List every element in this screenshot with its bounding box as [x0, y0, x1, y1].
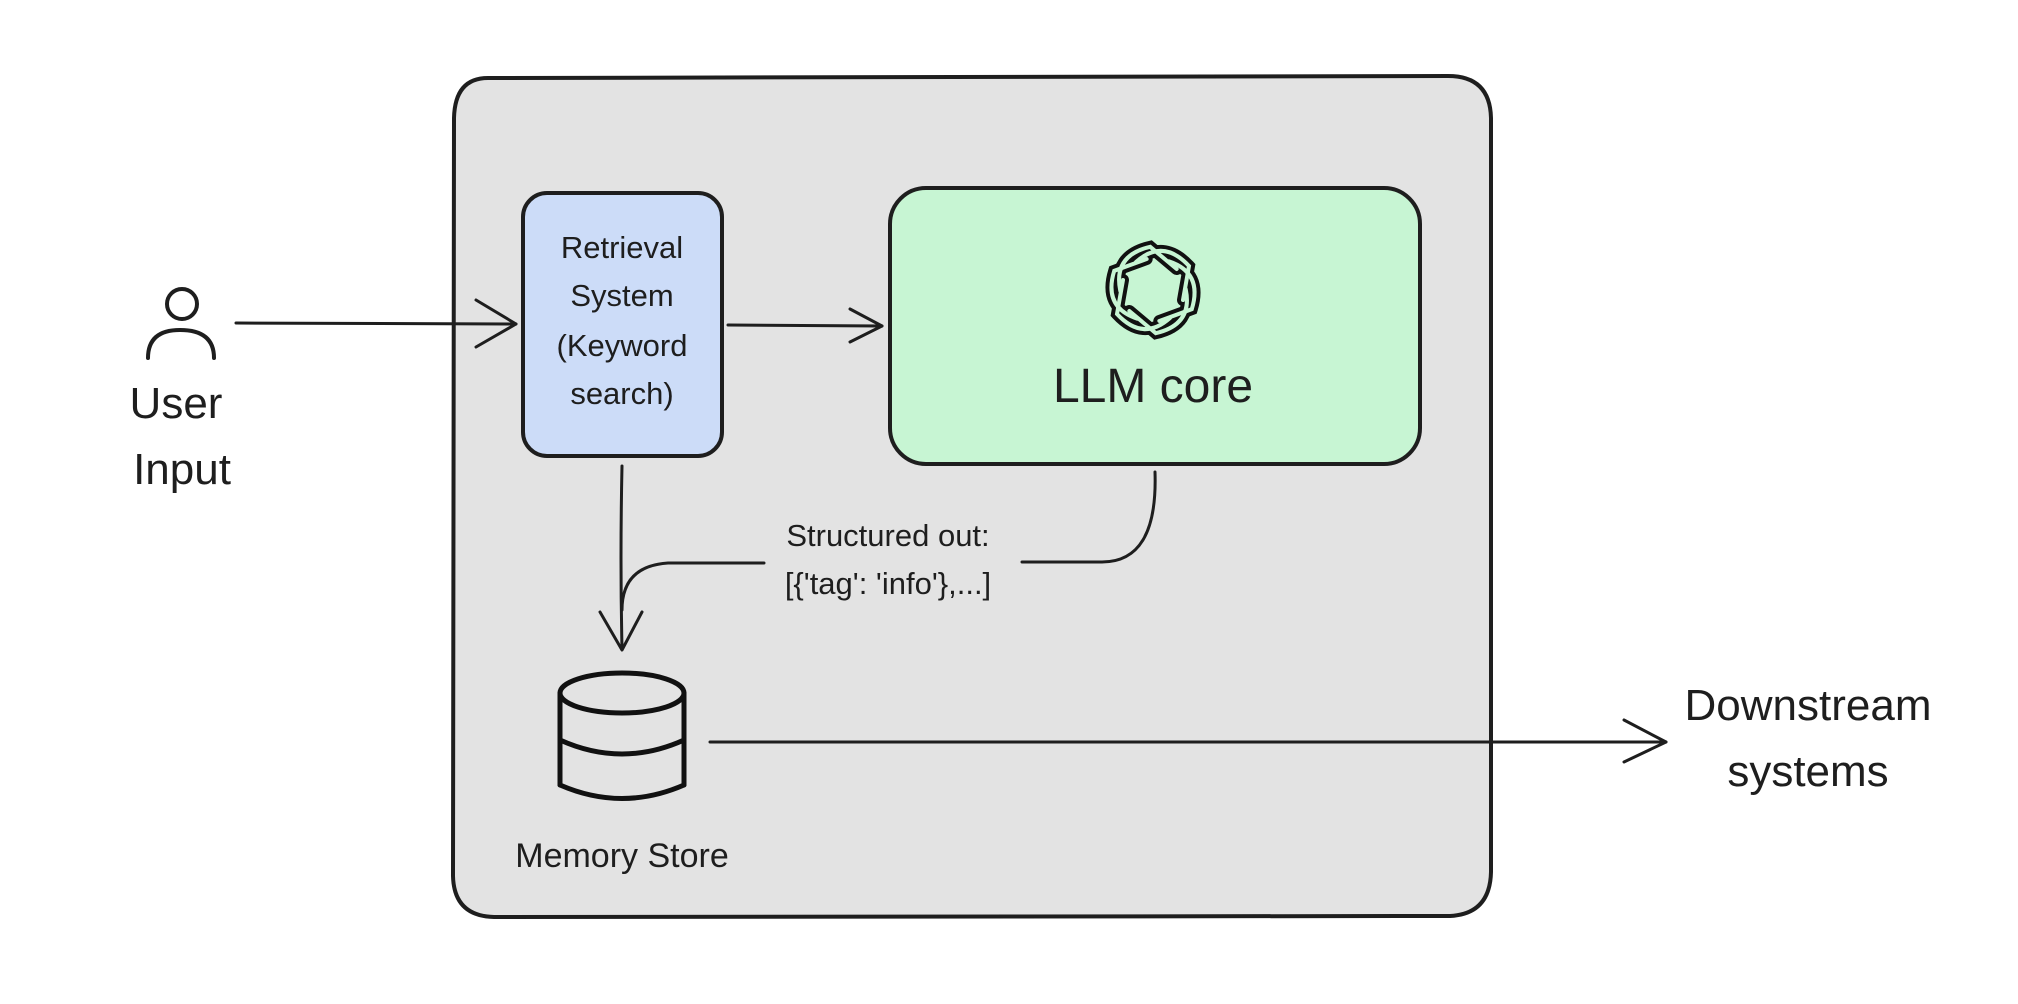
arrow-memory-to-downstream [708, 718, 1668, 764]
user-input-label: Input [133, 445, 231, 494]
arrow-to-memory [598, 464, 1157, 652]
retrieval-label: search) [570, 376, 673, 411]
arrow-user-to-retrieval [234, 298, 518, 349]
retrieval-label: Retrieval [561, 230, 683, 265]
downstream-label: systems [1727, 747, 1888, 796]
person-icon [146, 287, 216, 360]
llm-core-label: LLM core [1053, 360, 1253, 413]
retrieval-label: System [570, 278, 673, 313]
downstream-label: Downstream [1685, 681, 1932, 730]
user-input-label: User [130, 379, 223, 428]
structured-output-label: Structured out: [786, 518, 989, 553]
retrieval-label: (Keyword [557, 328, 688, 363]
memory-store-label: Memory Store [515, 837, 729, 875]
arrow-retrieval-to-llm [726, 307, 884, 344]
openai-logo-icon [1105, 240, 1201, 340]
structured-output-label: [{'tag': 'info'},...] [785, 566, 991, 601]
retrieval-system-box [521, 191, 724, 458]
database-icon [557, 670, 687, 801]
